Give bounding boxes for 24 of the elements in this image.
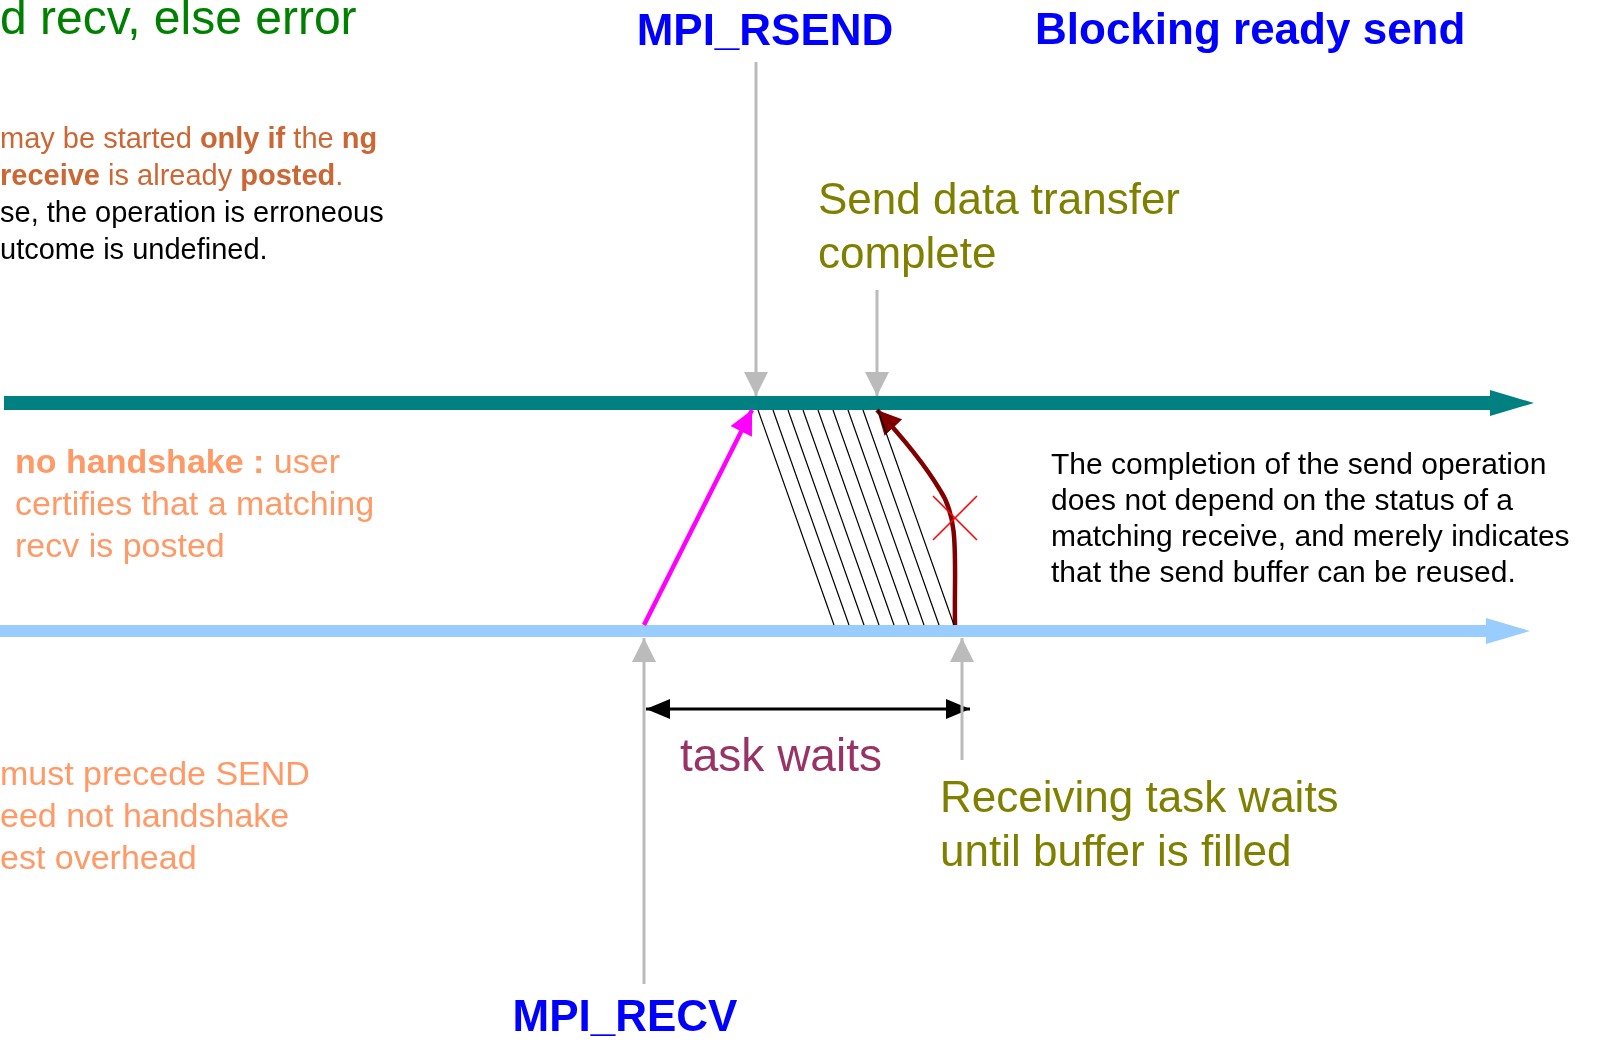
- transfer-line: [757, 409, 835, 626]
- note-text: se, the operation is erroneous utcome is undefined.: [0, 195, 385, 267]
- dimension-label: task waits: [680, 728, 883, 782]
- annotation-text: Receiving task waits until buffer is filled: [940, 771, 1340, 877]
- arrow: [642, 409, 754, 626]
- transfer-line: [772, 409, 850, 626]
- function-label: MPI_RSEND: [636, 4, 894, 56]
- note-text: may be started only if the ng receive is already posted.: [0, 121, 379, 193]
- transfer-line: [862, 409, 940, 626]
- transfer-line: [832, 409, 910, 626]
- arrow: [865, 290, 889, 396]
- function-label: MPI_RECV: [512, 990, 738, 1042]
- title: Blocking ready send: [1035, 4, 1466, 54]
- note-text: must precede SEND eed not handshake est overhead: [0, 753, 311, 878]
- transfer-line: [847, 409, 925, 626]
- note-text: no handshake : user certifies that a matching recv is posted: [15, 441, 376, 566]
- arrow: [950, 638, 974, 760]
- transfer-line: [802, 409, 880, 626]
- annotation-text: Send data transfer complete: [818, 173, 1181, 279]
- transfer-line: [787, 409, 865, 626]
- transfer-line: [817, 409, 895, 626]
- arrow: [632, 638, 656, 984]
- note-text: The completion of the send operation does not depend on the status of a matching receive, and merely indicates that the send buffer can be reused.: [1051, 446, 1571, 590]
- arrow: [744, 62, 768, 396]
